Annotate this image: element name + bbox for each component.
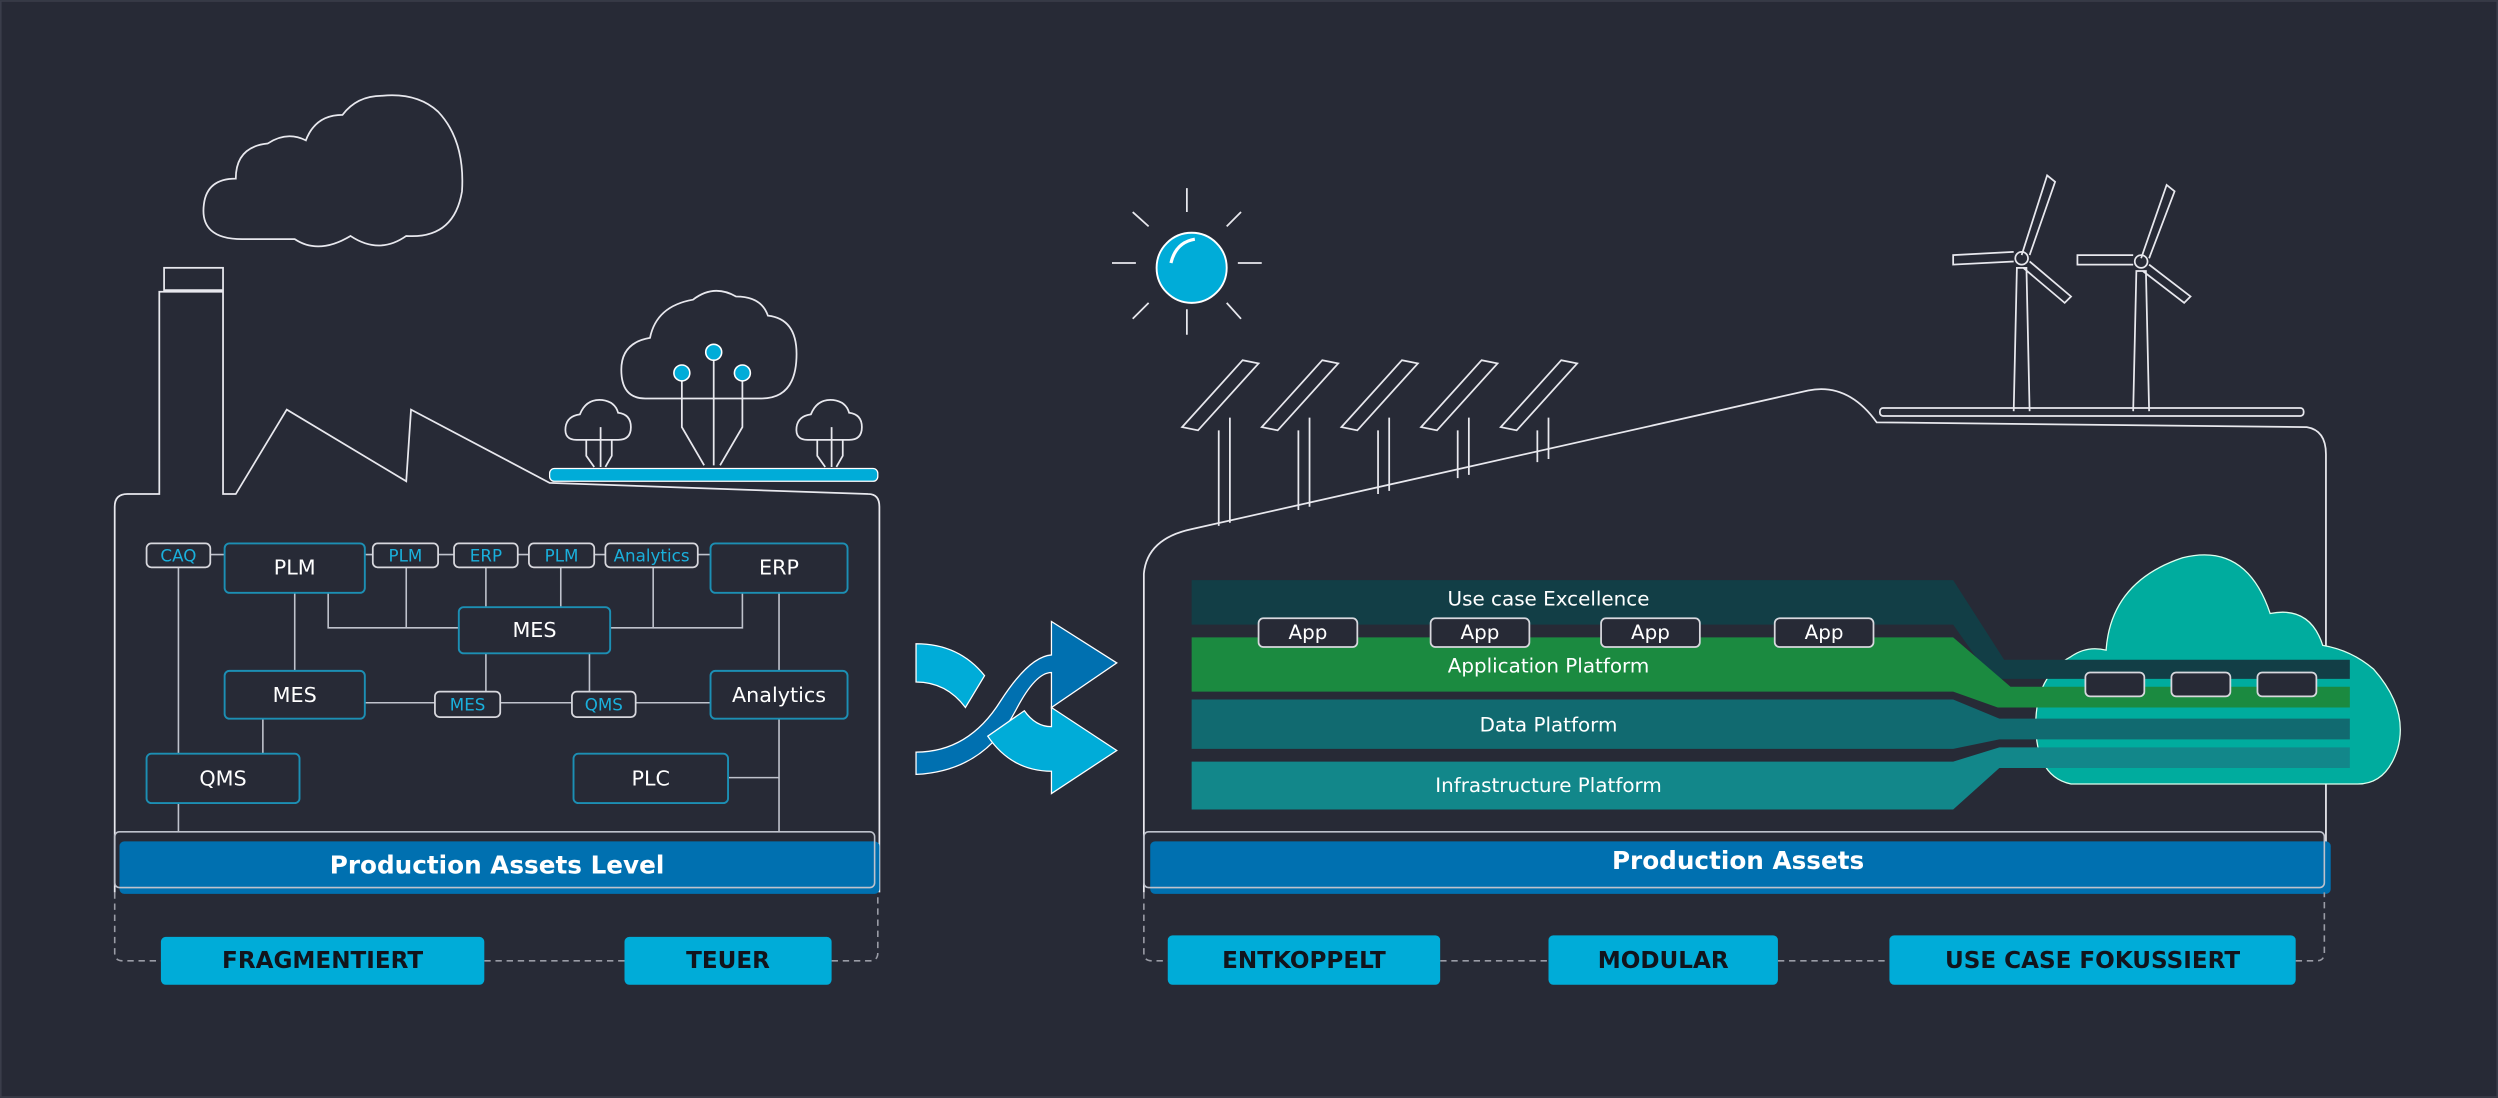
analytics-small-node xyxy=(604,542,699,569)
app-label: App xyxy=(1631,621,1670,644)
qms-label: QMS xyxy=(199,766,246,790)
data-platform-layer xyxy=(1191,699,2350,749)
caq-label: CAQ xyxy=(160,545,196,565)
app-label: App xyxy=(1288,621,1327,644)
mes-label: MES xyxy=(273,683,317,707)
erp-small-node xyxy=(453,542,519,569)
base-outline xyxy=(1143,830,2326,889)
erp-small-label: ERP xyxy=(470,545,502,565)
erp-node xyxy=(709,542,849,594)
modern-factory: Use case Excellence Application Platform… xyxy=(1111,173,2401,985)
app-box xyxy=(1257,617,1359,648)
badge-modular-label: MODULAR xyxy=(1598,948,1729,974)
badge-teuer xyxy=(624,936,832,985)
app-box xyxy=(1600,617,1701,648)
plm-label: PLM xyxy=(274,555,316,579)
badge-entkoppelt xyxy=(1167,935,1441,985)
wind-turbine-icon xyxy=(1878,173,2305,417)
use-case-excellence-label: Use case Excellence xyxy=(1448,588,1650,611)
analytics-small-label: Analytics xyxy=(614,545,690,565)
analytics-node xyxy=(709,669,849,720)
badge-use-case-fokussiert-label: USE CASE FOKUSSIERT xyxy=(1945,948,2240,974)
legacy-factory: CAQ PLM PLM ERP PLM Analytics ERP MES ME… xyxy=(113,94,881,985)
cloud-app-slot xyxy=(2084,671,2146,698)
infrastructure-platform-layer xyxy=(1191,747,2350,810)
badge-fragmentiert xyxy=(160,936,485,985)
badge-entkoppelt-label: ENTKOPPELT xyxy=(1222,948,1386,974)
cloud-app-slot xyxy=(2170,671,2232,698)
infrastructure-platform-label: Infrastructure Platform xyxy=(1435,774,1662,797)
plc-node xyxy=(572,752,730,805)
data-platform-label: Data Platform xyxy=(1480,714,1618,737)
badge-use-case-fokussiert xyxy=(1889,935,2296,985)
connection-lines xyxy=(177,553,780,832)
production-assets-bar xyxy=(1150,841,2331,894)
qms-small-label: QMS xyxy=(585,694,623,714)
qms-small-node xyxy=(571,690,637,718)
badge-modular xyxy=(1548,935,1778,985)
app-label: App xyxy=(1461,621,1500,644)
dashed-bracket xyxy=(113,892,879,962)
app-box xyxy=(1773,617,1875,648)
use-case-excellence-layer xyxy=(1191,580,2350,679)
cloud-network-icon xyxy=(548,290,879,482)
factory-icon xyxy=(113,290,881,893)
mes-center-node xyxy=(457,606,612,655)
production-assets-level-bar xyxy=(119,841,880,894)
production-assets-label: Production Assets xyxy=(1612,846,1864,875)
mes-small-node xyxy=(434,690,502,718)
qms-node xyxy=(145,752,301,805)
chimney-cap xyxy=(163,266,224,291)
application-platform-layer xyxy=(1191,637,2350,708)
cloud-app-slot xyxy=(2256,671,2318,698)
erp-label: ERP xyxy=(759,555,799,579)
sun-icon xyxy=(1111,188,1262,335)
application-platform-label: Application Platform xyxy=(1448,655,1650,678)
production-assets-level-label: Production Assets Level xyxy=(330,851,665,880)
mes-node xyxy=(223,669,366,720)
base-outline xyxy=(113,830,876,889)
plc-label: PLC xyxy=(632,766,670,790)
plm-node xyxy=(223,542,366,594)
badge-teuer-label: TEUER xyxy=(686,948,770,974)
app-label: App xyxy=(1805,621,1844,644)
mes-small-label: MES xyxy=(450,694,486,714)
badge-fragmentiert-label: FRAGMENTIERT xyxy=(222,948,423,974)
analytics-label: Analytics xyxy=(732,683,826,707)
building-outline xyxy=(1142,388,2327,893)
caq-node xyxy=(145,542,212,569)
smoke-cloud-icon xyxy=(202,94,464,248)
plm-small-label-2: PLM xyxy=(545,545,579,565)
shuffle-arrows-icon xyxy=(915,620,1118,795)
app-box xyxy=(1429,617,1531,648)
mes-center-label: MES xyxy=(512,618,556,642)
plm-small-label: PLM xyxy=(389,545,423,565)
plm-small-node xyxy=(371,542,439,569)
plm-small-node-2 xyxy=(528,542,596,569)
